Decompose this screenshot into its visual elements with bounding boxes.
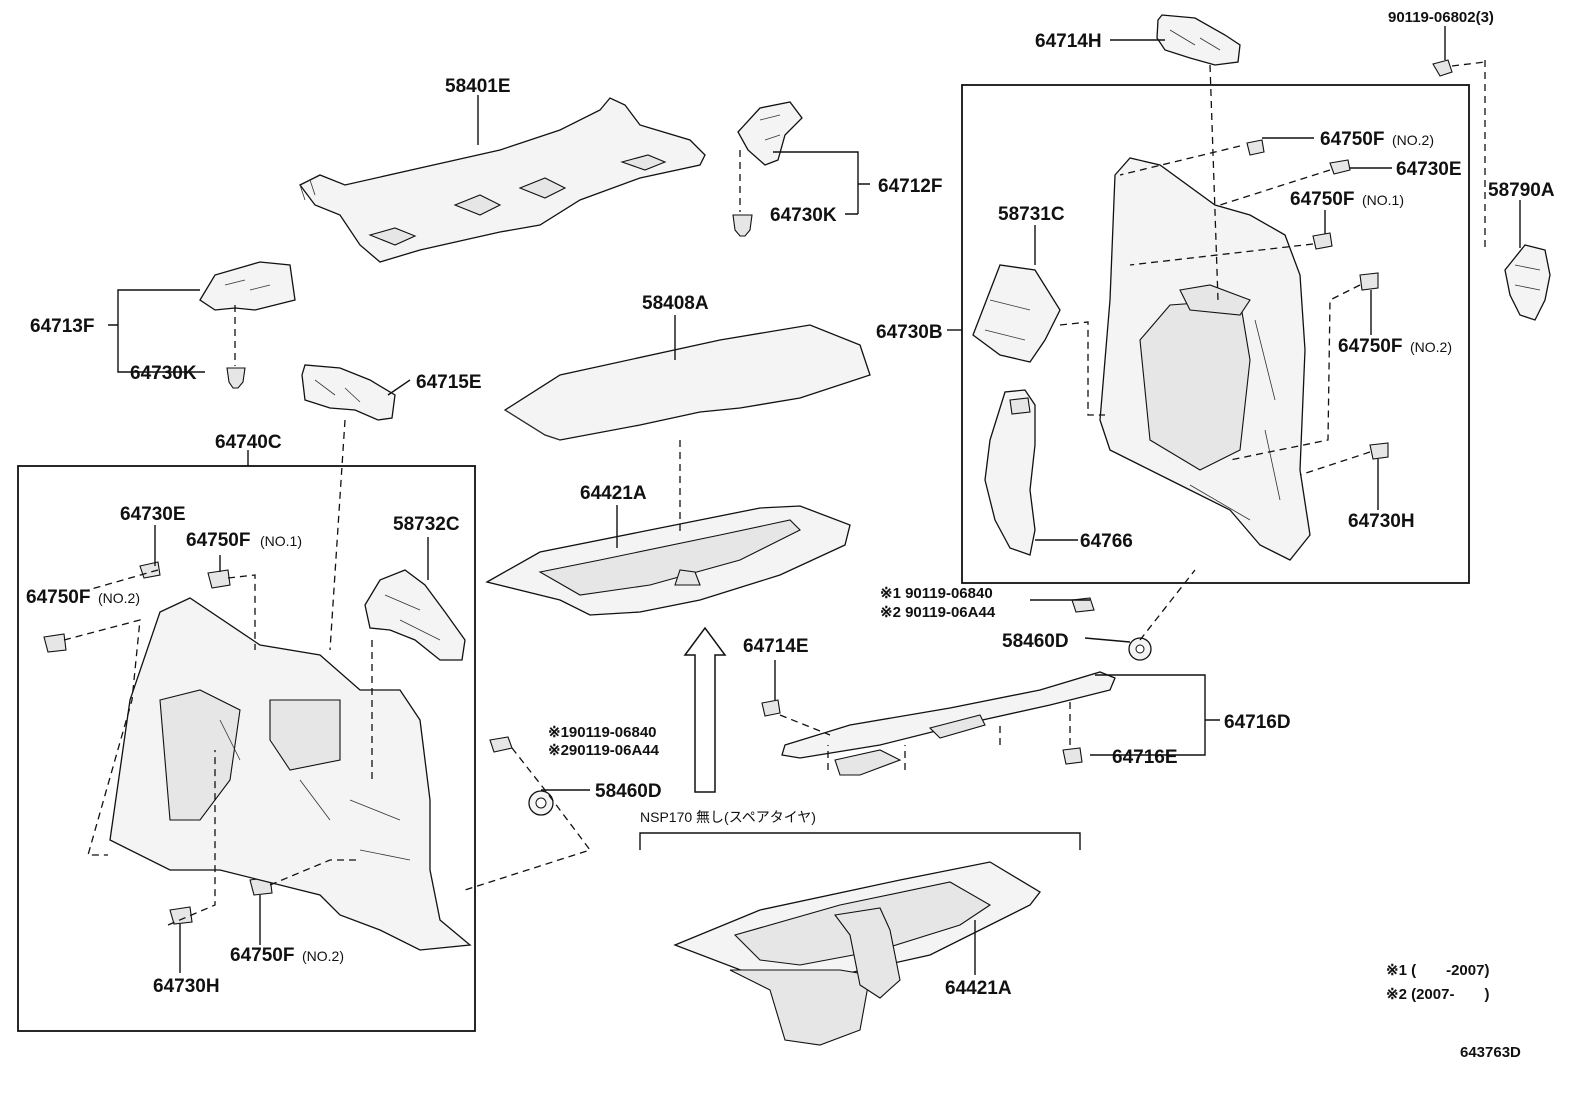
clip-90119-06802 bbox=[1432, 59, 1453, 77]
label-58790A: 58790A bbox=[1488, 180, 1555, 201]
label-64750F-no2-l: 64750F bbox=[26, 587, 90, 608]
clip-64750F-no2-a bbox=[1246, 139, 1265, 156]
part-64421A-tray bbox=[485, 505, 851, 616]
label-90119-06802: 90119-06802(3) bbox=[1388, 9, 1494, 26]
part-64716D-scuff-plate bbox=[781, 671, 1116, 776]
part-58408A-board bbox=[503, 324, 871, 441]
label-64740C: 64740C bbox=[215, 432, 282, 453]
clip-64716E bbox=[1062, 747, 1083, 765]
sublabel-no1-r: (NO.1) bbox=[1362, 192, 1404, 208]
label-64421A-mid: 64421A bbox=[580, 483, 647, 504]
note-bolt-right-2: ※2 90119-06A44 bbox=[880, 604, 996, 621]
legend-1: ※1 ( -2007) bbox=[1386, 962, 1489, 979]
part-64714H-cup-holder bbox=[1156, 14, 1241, 66]
part-58731C-cover bbox=[972, 264, 1061, 363]
label-64750F-no1-l: 64750F bbox=[186, 530, 250, 551]
sublabel-no2-b: (NO.2) bbox=[1410, 339, 1452, 355]
label-64730E-right: 64730E bbox=[1396, 159, 1462, 180]
part-64766-cover bbox=[984, 389, 1036, 556]
label-64713F: 64713F bbox=[30, 316, 94, 337]
label-64766: 64766 bbox=[1080, 531, 1133, 552]
label-64421A-bot: 64421A bbox=[945, 978, 1012, 999]
clip-64750F-no2-b bbox=[1359, 272, 1379, 291]
part-58732C-bracket bbox=[364, 569, 466, 661]
part-64740C-quarter-trim bbox=[109, 597, 472, 951]
label-58408A: 58408A bbox=[642, 293, 709, 314]
label-64750F-no2-bot: 64750F bbox=[230, 945, 294, 966]
label-64750F-no1-r: 64750F bbox=[1290, 189, 1354, 210]
label-58460D-right: 58460D bbox=[1002, 631, 1069, 652]
diagram-reference-number: 643763D bbox=[1460, 1044, 1521, 1061]
label-58460D-left: 58460D bbox=[595, 781, 662, 802]
label-64716D: 64716D bbox=[1224, 712, 1291, 733]
part-58401E-deck-board bbox=[299, 97, 706, 263]
part-58790A-bracket bbox=[1504, 244, 1551, 321]
part-64421A-spare-tray bbox=[673, 861, 1041, 1046]
box-64740C bbox=[17, 465, 476, 1032]
part-58460D-hook-right bbox=[1128, 637, 1152, 661]
label-64730H-left: 64730H bbox=[153, 976, 220, 997]
leader-lines bbox=[108, 26, 1521, 975]
box-64730B bbox=[961, 84, 1470, 584]
label-64716E: 64716E bbox=[1112, 747, 1178, 768]
part-64715E-cup-holder bbox=[301, 364, 396, 421]
dashed-connectors bbox=[63, 60, 1486, 926]
label-64714H: 64714H bbox=[1035, 31, 1102, 52]
clip-64730E-right bbox=[1329, 159, 1351, 175]
note-bolt-right-1: ※1 90119-06840 bbox=[880, 585, 993, 602]
legend-2: ※2 (2007- ) bbox=[1386, 986, 1489, 1003]
clip-64730H-right bbox=[1369, 442, 1389, 460]
part-64712F-bracket bbox=[737, 101, 803, 166]
label-64730H-right: 64730H bbox=[1348, 511, 1415, 532]
sublabel-no2-bot: (NO.2) bbox=[302, 948, 344, 964]
bolt-left bbox=[489, 736, 513, 753]
clip-64714E bbox=[761, 699, 781, 717]
bolt-right bbox=[1071, 597, 1095, 613]
clip-64730K-top bbox=[732, 214, 753, 237]
clip-64730H-left bbox=[169, 906, 193, 925]
part-64730B-quarter-trim bbox=[1099, 157, 1311, 561]
clip-64750F-no1-l bbox=[207, 569, 231, 589]
label-64730K-top: 64730K bbox=[770, 205, 837, 226]
clip-64750F-no2-l bbox=[43, 633, 67, 653]
label-58732C: 58732C bbox=[393, 514, 460, 535]
label-64730E-left: 64730E bbox=[120, 504, 186, 525]
label-64715E: 64715E bbox=[416, 372, 482, 393]
label-64750F-no2-b: 64750F bbox=[1338, 336, 1402, 357]
label-64730K-left: 64730K bbox=[130, 363, 197, 384]
fastener-clips bbox=[43, 59, 1453, 925]
part-64713F-bracket bbox=[199, 261, 296, 311]
part-58460D-hook-left bbox=[528, 790, 554, 816]
clip-64750F-no1-r bbox=[1312, 232, 1333, 250]
note-bolt-left-2: ※290119-06A44 bbox=[548, 742, 660, 759]
sublabel-no2-l: (NO.2) bbox=[98, 590, 140, 606]
clip-64730K-left bbox=[226, 367, 246, 389]
label-64750F-no2-a: 64750F bbox=[1320, 129, 1384, 150]
label-64730B: 64730B bbox=[876, 322, 943, 343]
label-58731C: 58731C bbox=[998, 204, 1065, 225]
note-bolt-left-1: ※190119-06840 bbox=[548, 724, 657, 741]
note-nsp170: NSP170 無し(スペアタイヤ) bbox=[640, 809, 816, 825]
label-64714E: 64714E bbox=[743, 636, 809, 657]
label-58401E: 58401E bbox=[445, 76, 511, 97]
sublabel-no1-l: (NO.1) bbox=[260, 533, 302, 549]
sublabel-no2-a: (NO.2) bbox=[1392, 132, 1434, 148]
up-arrow bbox=[683, 626, 727, 793]
label-64712F: 64712F bbox=[878, 176, 942, 197]
